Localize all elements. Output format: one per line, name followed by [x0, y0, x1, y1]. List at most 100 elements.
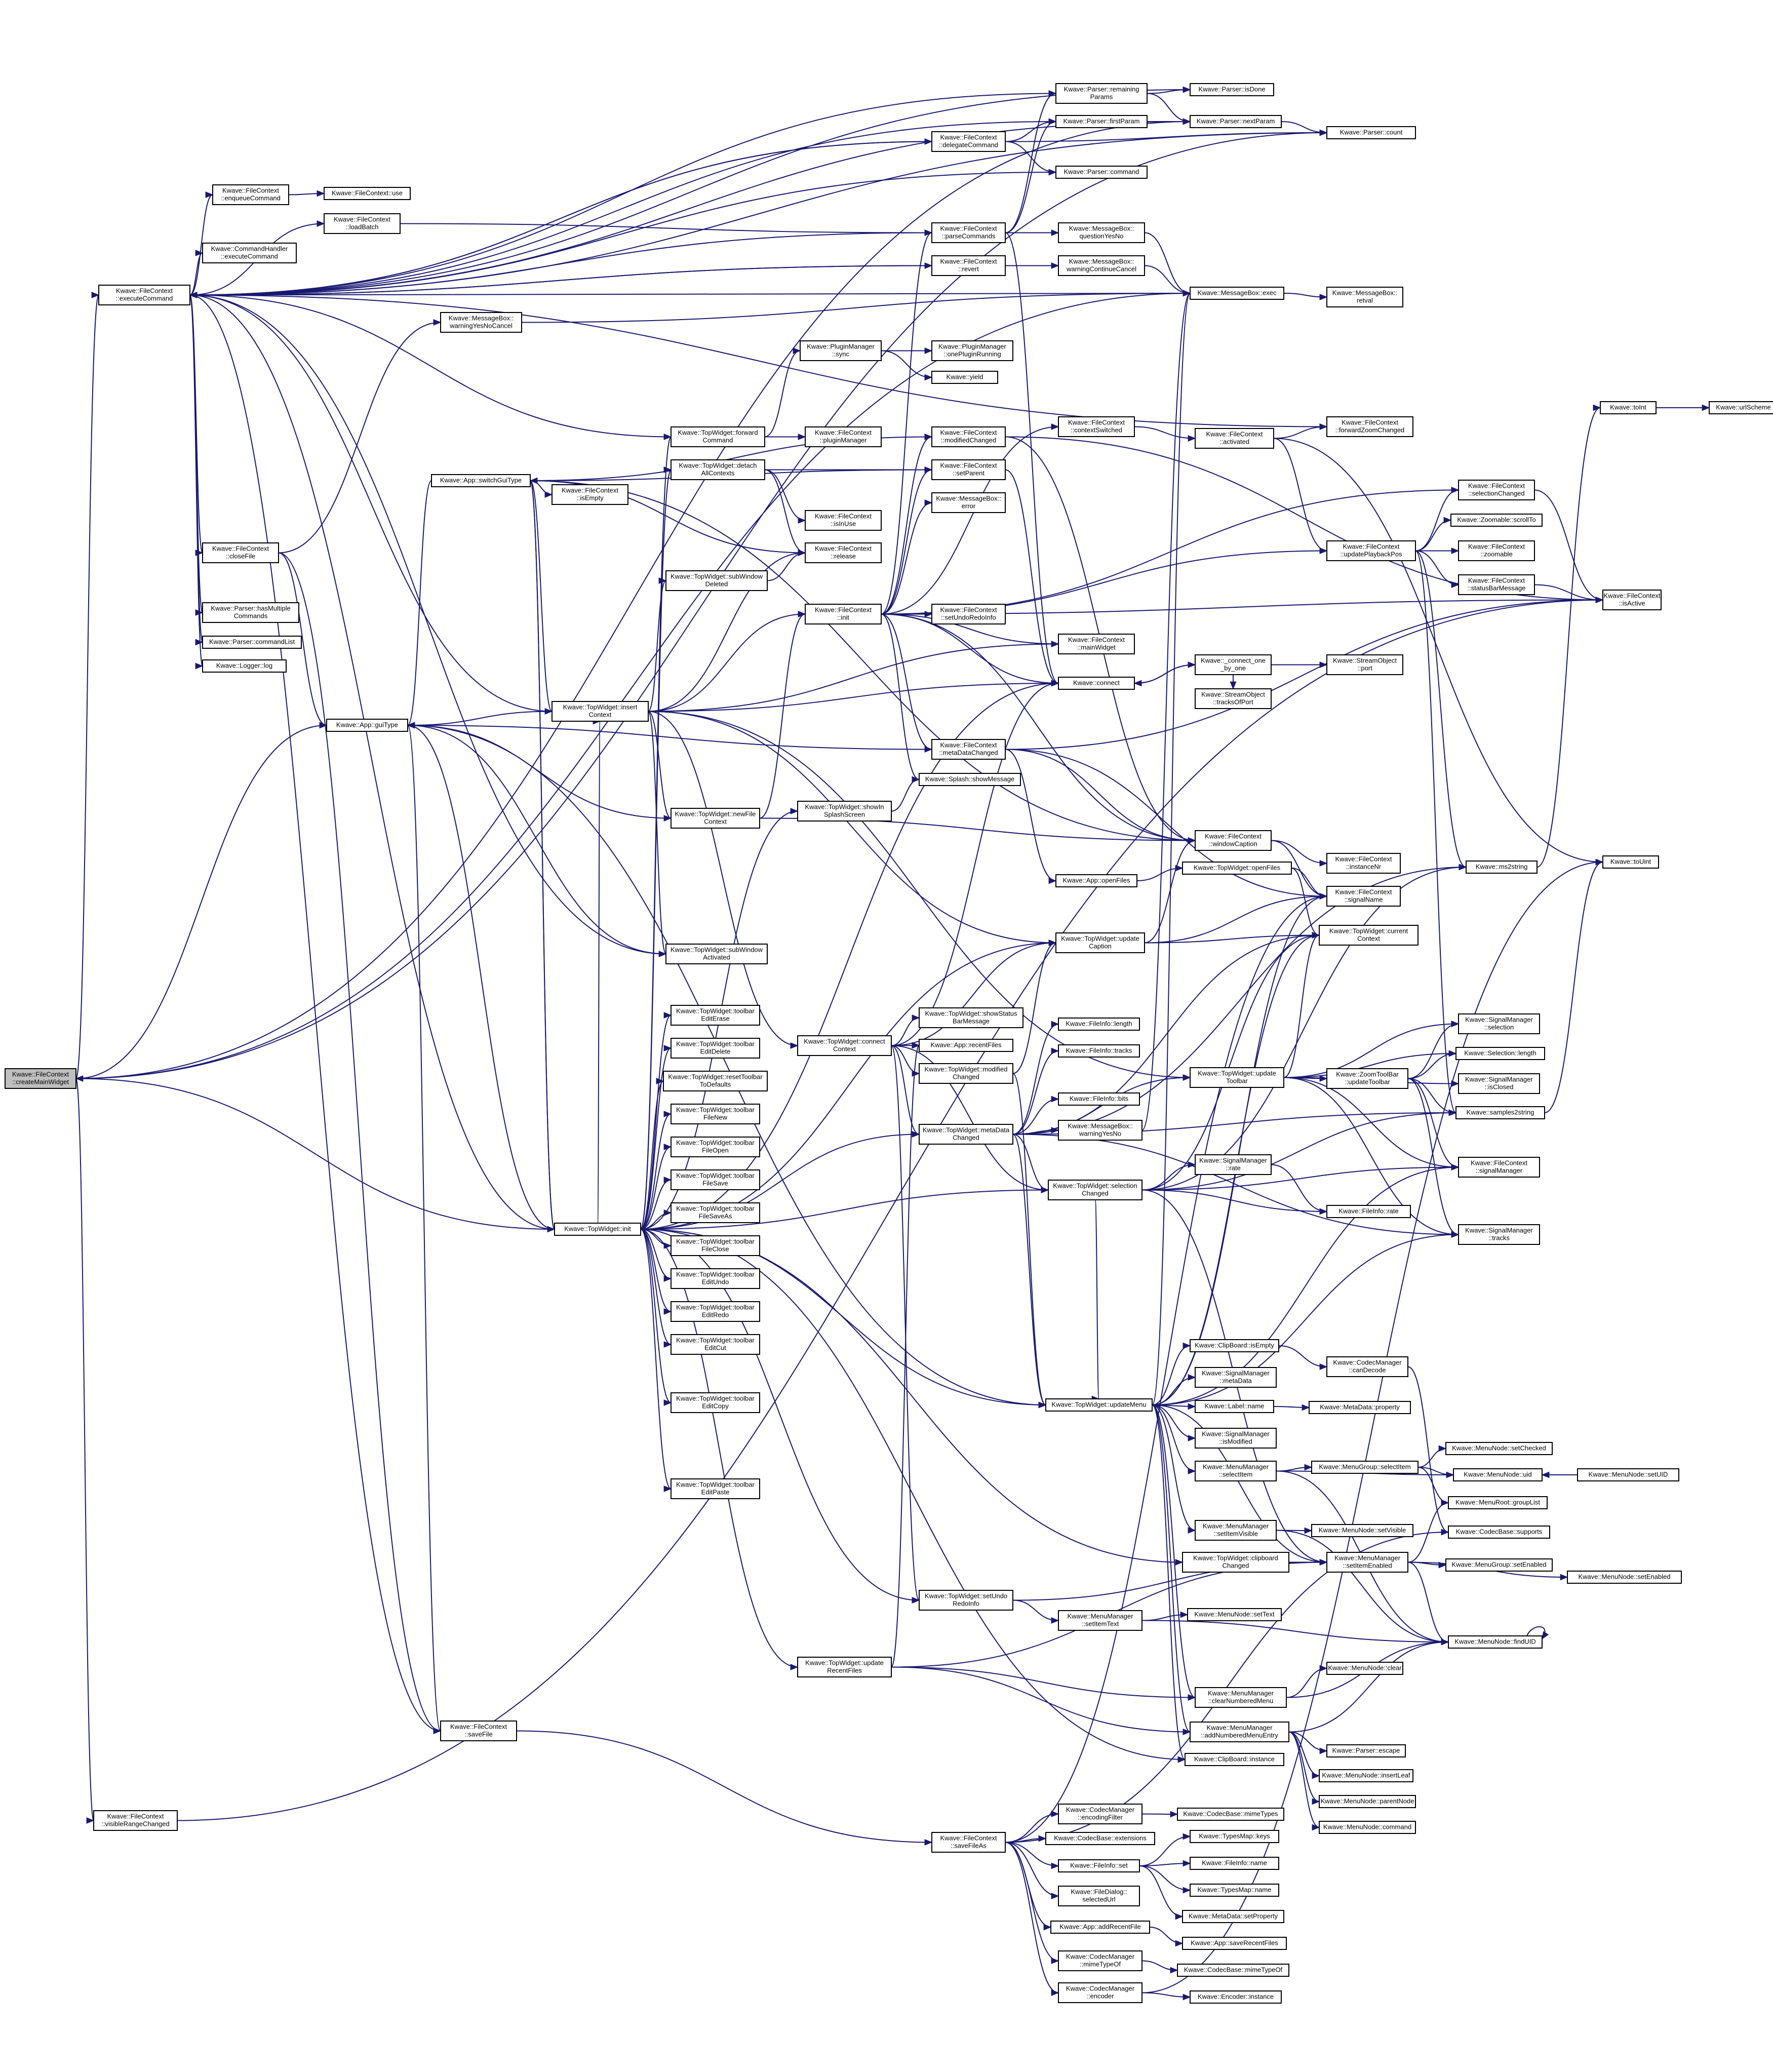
- node-fi-bits[interactable]: Kwave::FileInfo::bits: [1058, 1092, 1140, 1106]
- node-fi-rate[interactable]: Kwave::FileInfo::rate: [1326, 1205, 1411, 1218]
- node-main-widget[interactable]: Kwave::FileContext::mainWidget: [1058, 634, 1135, 654]
- node-tm-keys[interactable]: Kwave::TypesMap::keys: [1190, 1830, 1279, 1843]
- node-tw-meta-data-changed[interactable]: Kwave::TopWidget::metaDataChanged: [919, 1124, 1013, 1145]
- node-update-menu[interactable]: Kwave::TopWidget::updateMenu: [1045, 1398, 1153, 1412]
- node-fc-signal-manager[interactable]: Kwave::FileContext::signalManager: [1458, 1157, 1540, 1178]
- node-tracks-of-port[interactable]: Kwave::StreamObject::tracksOfPort: [1195, 688, 1272, 709]
- node-fi-length[interactable]: Kwave::FileInfo::length: [1058, 1018, 1140, 1031]
- node-signal-name[interactable]: Kwave::FileContext::signalName: [1326, 886, 1401, 907]
- node-mg-set-enabled[interactable]: Kwave::MenuGroup::setEnabled: [1445, 1558, 1553, 1572]
- node-insert-leaf[interactable]: Kwave::MenuNode::insertLeaf: [1319, 1769, 1413, 1782]
- node-mn-command[interactable]: Kwave::MenuNode::command: [1319, 1821, 1416, 1834]
- node-load-batch[interactable]: Kwave::FileContext::loadBatch: [324, 213, 401, 234]
- node-kwave-yield[interactable]: Kwave::yield: [931, 371, 998, 384]
- node-mn-uid[interactable]: Kwave::MenuNode::uid: [1453, 1468, 1543, 1481]
- node-pm-sync[interactable]: Kwave::PluginManager::sync: [800, 340, 882, 361]
- node-set-parent[interactable]: Kwave::FileContext::setParent: [931, 459, 1006, 480]
- node-to-int[interactable]: Kwave::toInt: [1600, 401, 1657, 414]
- node-url-scheme[interactable]: Kwave::urlScheme: [1709, 401, 1773, 414]
- node-app-open-files[interactable]: Kwave::App::openFiles: [1055, 874, 1137, 887]
- node-add-numbered[interactable]: Kwave::MenuManager::addNumberedMenuEntry: [1190, 1722, 1289, 1742]
- node-save-file-as[interactable]: Kwave::FileContext::saveFileAs: [931, 1832, 1006, 1853]
- node-gui-type[interactable]: Kwave::App::guiType: [326, 719, 408, 732]
- node-splash-show-message[interactable]: Kwave::Splash::showMessage: [919, 773, 1021, 786]
- node-fi-name[interactable]: Kwave::FileInfo::name: [1190, 1857, 1279, 1870]
- node-mn-set-uid[interactable]: Kwave::MenuNode::setUID: [1577, 1468, 1679, 1481]
- node-cb-mime-types[interactable]: Kwave::CodecBase::mimeTypes: [1177, 1808, 1284, 1821]
- node-mr-group-list[interactable]: Kwave::MenuRoot::groupList: [1448, 1496, 1548, 1509]
- node-cb-mime-type-of[interactable]: Kwave::CodecBase::mimeTypeOf: [1177, 1964, 1289, 1977]
- node-samples2string[interactable]: Kwave::samples2string: [1455, 1106, 1545, 1119]
- node-md-property[interactable]: Kwave::MetaData::property: [1309, 1401, 1411, 1414]
- node-scroll-to[interactable]: Kwave::Zoomable::scrollTo: [1450, 514, 1543, 527]
- node-forward-zoom[interactable]: Kwave::FileContext::forwardZoomChanged: [1326, 416, 1413, 437]
- node-revert[interactable]: Kwave::FileContext::revert: [931, 255, 1006, 276]
- node-set-undo-redo[interactable]: Kwave::TopWidget::setUndoRedoInfo: [919, 1590, 1013, 1611]
- node-warning-yes-no-cancel[interactable]: Kwave::MessageBox::warningYesNoCancel: [440, 312, 522, 333]
- node-update-toolbar[interactable]: Kwave::TopWidget::updateToolbar: [1190, 1067, 1284, 1088]
- node-parser-command[interactable]: Kwave::Parser::command: [1055, 166, 1148, 179]
- node-mn-set-enabled[interactable]: Kwave::MenuNode::setEnabled: [1567, 1571, 1682, 1584]
- node-save-recent-files[interactable]: Kwave::App::saveRecentFiles: [1182, 1937, 1287, 1950]
- node-fc-use[interactable]: Kwave::FileContext::use: [324, 187, 411, 200]
- node-context-switched[interactable]: Kwave::FileContext::contextSwitched: [1058, 416, 1135, 437]
- node-recent-files[interactable]: Kwave::App::recentFiles: [919, 1039, 1013, 1052]
- node-tw-init[interactable]: Kwave::TopWidget::init: [554, 1223, 641, 1236]
- node-next-param[interactable]: Kwave::Parser::nextParam: [1190, 115, 1282, 128]
- node-mg-set-checked[interactable]: Kwave::MenuNode::setChecked: [1445, 1442, 1553, 1455]
- node-label-name[interactable]: Kwave::Label::name: [1195, 1400, 1274, 1413]
- node-mn-clear[interactable]: Kwave::MenuNode::clear: [1326, 1662, 1403, 1675]
- node-retval[interactable]: Kwave::MessageBox::retval: [1326, 287, 1403, 307]
- node-plugin-manager[interactable]: Kwave::FileContext::pluginManager: [805, 426, 882, 447]
- node-set-undo-redo-info[interactable]: Kwave::FileContext::setUndoRedoInfo: [931, 604, 1006, 624]
- node-find-uid[interactable]: Kwave::MenuNode::findUID: [1448, 1635, 1543, 1649]
- node-window-caption[interactable]: Kwave::FileContext::windowCaption: [1195, 830, 1272, 851]
- node-meta-data-changed[interactable]: Kwave::FileContext::metaDataChanged: [931, 739, 1006, 760]
- node-zoom-update[interactable]: Kwave::ZoomToolBar::updateToolbar: [1326, 1068, 1408, 1089]
- node-mb-exec[interactable]: Kwave::MessageBox::exec: [1190, 287, 1284, 300]
- node-delegate-command[interactable]: Kwave::FileContext::delegateCommand: [931, 131, 1006, 152]
- node-ch-execute[interactable]: Kwave::CommandHandler::executeCommand: [202, 243, 297, 263]
- node-cb-supports[interactable]: Kwave::CodecBase::supports: [1448, 1526, 1550, 1539]
- node-parser-escape[interactable]: Kwave::Parser::escape: [1326, 1744, 1406, 1757]
- node-selection-changed[interactable]: Kwave::TopWidget::selectionChanged: [1048, 1180, 1142, 1200]
- node-enqueue-command[interactable]: Kwave::FileContext::enqueueCommand: [212, 184, 289, 205]
- node-cb-instance[interactable]: Kwave::ClipBoard::instance: [1185, 1753, 1284, 1766]
- node-logger-log[interactable]: Kwave::Logger::log: [202, 659, 287, 673]
- node-tm-name[interactable]: Kwave::TypesMap::name: [1190, 1884, 1279, 1897]
- node-status-bar-message[interactable]: Kwave::FileContext::statusBarMessage: [1458, 574, 1535, 595]
- node-warning-continue-cancel[interactable]: Kwave::MessageBox::warningContinueCancel: [1058, 255, 1145, 276]
- node-kw-connect[interactable]: Kwave::connect: [1058, 677, 1135, 690]
- node-add-recent-file[interactable]: Kwave::App::addRecentFile: [1050, 1921, 1150, 1934]
- node-cm-encoder[interactable]: Kwave::CodecManager::encoder: [1058, 1982, 1142, 2003]
- node-fi-set[interactable]: Kwave::FileInfo::set: [1058, 1859, 1140, 1872]
- node-cb-is-empty[interactable]: Kwave::ClipBoard::isEmpty: [1190, 1339, 1279, 1352]
- node-mime-type-of[interactable]: Kwave::CodecManager::mimeTypeOf: [1058, 1950, 1142, 1971]
- node-mb-error[interactable]: Kwave::MessageBox::error: [931, 492, 1006, 513]
- node-so-port[interactable]: Kwave::StreamObject::port: [1326, 654, 1403, 675]
- node-sm-is-closed[interactable]: Kwave::SignalManager::isClosed: [1458, 1073, 1540, 1094]
- node-md-set-property[interactable]: Kwave::MetaData::setProperty: [1182, 1910, 1284, 1923]
- node-mn-set-text[interactable]: Kwave::MenuNode::setText: [1187, 1608, 1282, 1621]
- node-mm-select-item[interactable]: Kwave::MenuManager::selectItem: [1195, 1461, 1277, 1481]
- node-parse-commands[interactable]: Kwave::FileContext::parseCommands: [931, 222, 1006, 243]
- node-selected-url[interactable]: Kwave::FileDialog::selectedUrl: [1058, 1886, 1140, 1906]
